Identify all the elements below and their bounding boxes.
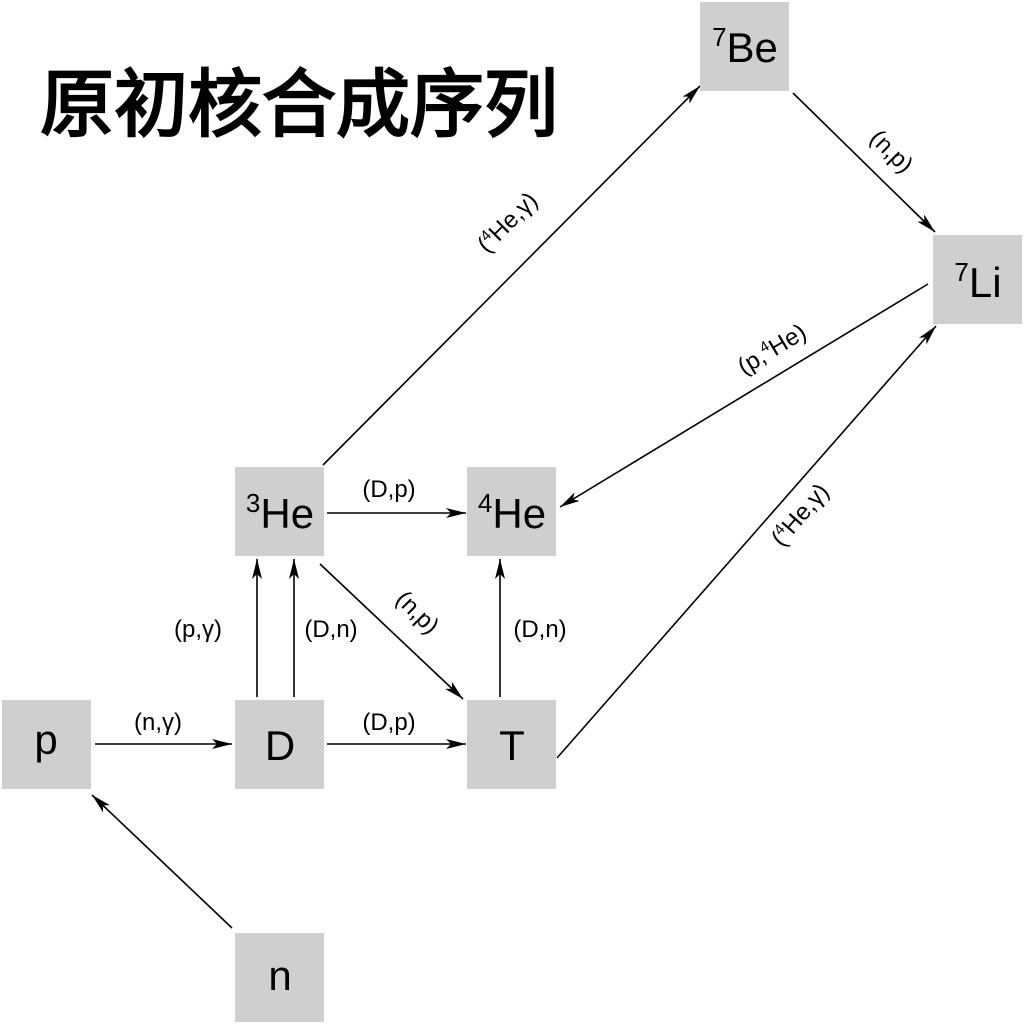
node-label: D — [265, 722, 295, 769]
edge-n-to-p — [91, 794, 233, 929]
node-box — [467, 467, 556, 556]
edge-label-text: He,γ) — [777, 478, 835, 539]
edge-li7-to-he4 — [559, 283, 929, 508]
edge-label-t-he4: (D,n) — [513, 616, 566, 643]
edge-he3-to-t — [319, 563, 464, 700]
node-label: 3He — [246, 488, 314, 537]
node-sup: 4 — [478, 488, 492, 518]
node-sup: 3 — [246, 488, 260, 518]
edge-label-text: (D,n) — [304, 616, 357, 643]
edge-label-text: (n,γ) — [134, 709, 182, 736]
node-t: T — [467, 700, 556, 789]
edge-label-he3-t: (n,p) — [390, 586, 444, 640]
edge-label-li7-he4: (p,4He) — [733, 318, 812, 381]
edge-label-t-li7: (4He,γ) — [765, 478, 834, 552]
node-n: n — [235, 933, 324, 1022]
node-be7: 7Be — [700, 2, 789, 91]
edge-he3-to-be7 — [322, 85, 701, 466]
node-label: 7Be — [712, 22, 778, 71]
node-li7: 7Li — [933, 235, 1022, 324]
edge-label-d-t: (D,p) — [362, 709, 415, 736]
edge-t-to-li7 — [556, 325, 937, 759]
node-box — [235, 933, 324, 1022]
node-label: 4He — [478, 488, 546, 537]
node-he3: 3He — [235, 467, 324, 556]
edge-label-p-d: (n,γ) — [134, 709, 182, 736]
node-d: D — [235, 700, 324, 789]
node-box — [933, 235, 1022, 324]
node-sup: 7 — [712, 22, 726, 52]
node-name: Be — [727, 24, 778, 71]
edges — [91, 85, 937, 929]
node-label: 7Li — [954, 257, 1001, 306]
edge-label-he3-he4: (D,p) — [362, 476, 415, 503]
edge-label-d-he3-b: (D,n) — [304, 616, 357, 643]
edge-label-text: (D,n) — [513, 616, 566, 643]
node-box — [235, 700, 324, 789]
node-label: p — [34, 716, 57, 763]
edge-label-text: (n,p) — [390, 586, 444, 640]
node-p: p — [2, 700, 91, 789]
node-box — [235, 467, 324, 556]
edge-label-text: He) — [764, 319, 811, 362]
edge-label-he3-be7: (4He,γ) — [471, 186, 543, 258]
node-name: He — [260, 490, 314, 537]
node-sup: 7 — [954, 257, 968, 287]
node-box — [700, 2, 789, 91]
edge-label-text: (D,p) — [362, 709, 415, 736]
node-name: He — [492, 490, 546, 537]
diagram-title: 原初核合成序列 — [40, 62, 558, 148]
node-box — [2, 700, 91, 789]
node-label: T — [499, 722, 525, 769]
node-name: Li — [969, 259, 1002, 306]
edge-label-d-he3-a: (p,γ) — [174, 616, 222, 643]
edge-label-text: (D,p) — [362, 476, 415, 503]
edge-label-text: He,γ) — [484, 187, 544, 247]
edge-label-text: (p,γ) — [174, 616, 222, 643]
node-label: n — [268, 952, 291, 999]
node-box — [467, 700, 556, 789]
edge-labels: (n,γ) (D,p) (p,γ) (D,n) (D,n) (D,p) (n,p… — [134, 125, 918, 736]
node-he4: 4He — [467, 467, 556, 556]
edge-be7-to-li7 — [792, 92, 936, 233]
